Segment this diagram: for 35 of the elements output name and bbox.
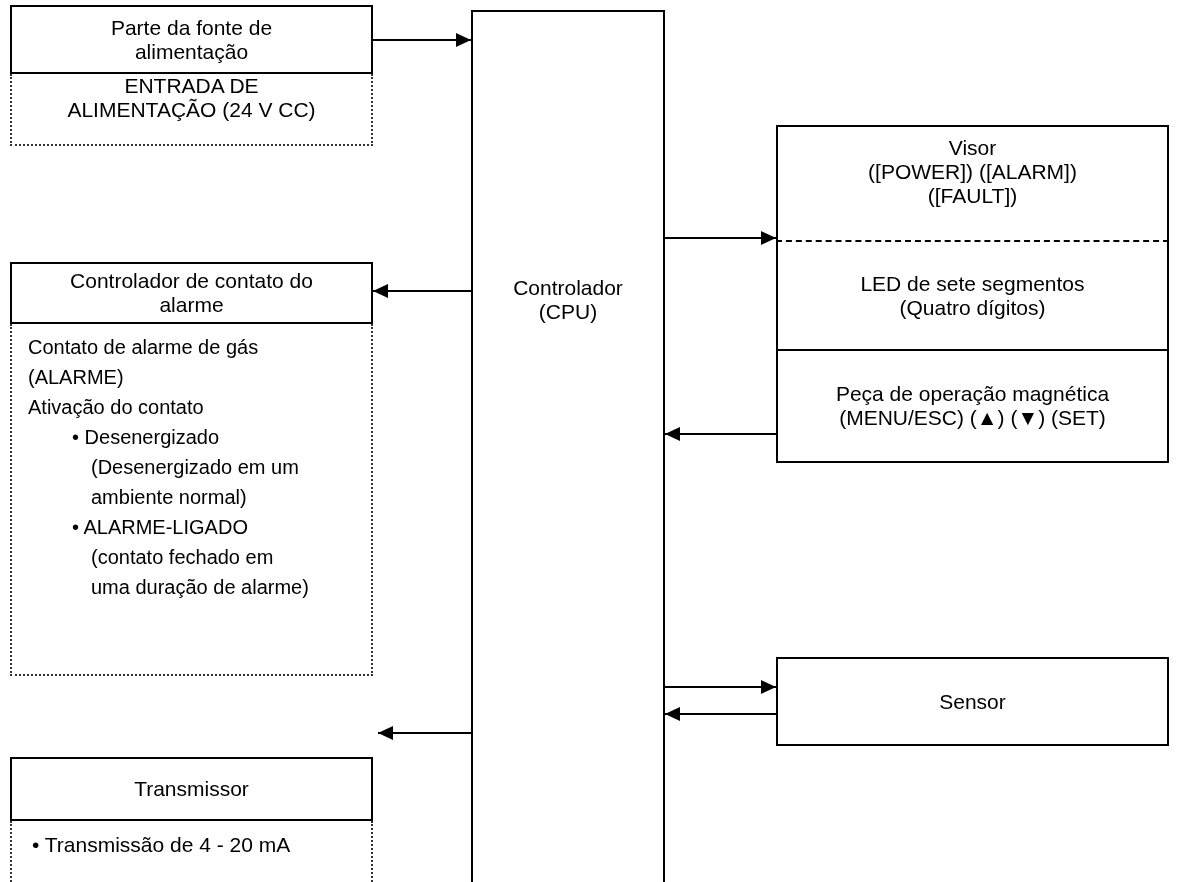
arrow — [372, 284, 472, 298]
node-label: ([POWER]) ([ALARM]) ([FAULT]) — [867, 160, 1078, 208]
node-label: Controlador (CPU) — [512, 276, 624, 324]
arrow — [664, 231, 777, 245]
section-title: LED de sete segmentos — [859, 271, 1086, 296]
section-title: Peça de operação magnética — [834, 382, 1111, 406]
node-label: Ativação do contato — [28, 395, 205, 420]
node-label: ENTRADA DE ALIMENTAÇÃO (24 V CC) — [66, 74, 317, 122]
node-label: Controlador de contato do alarme — [69, 269, 314, 317]
sensor-box — [776, 657, 1169, 746]
arrow — [377, 726, 472, 740]
header-box — [10, 757, 373, 821]
node-label: • ALARME-LIGADO (contato fechado em uma duração de alarme) — [72, 515, 310, 600]
arrow — [664, 427, 777, 441]
node-label: Parte da fonte de alimentação — [109, 15, 274, 64]
arrow — [664, 680, 777, 694]
arrow — [664, 707, 777, 721]
detail-box — [10, 821, 373, 882]
node-label: • Transmissão de 4 - 20 mA — [32, 833, 292, 857]
detail-box — [10, 74, 373, 146]
node-label: • Desenergizado (Desenergizado em um ambiente normal) — [72, 425, 300, 510]
display-section — [776, 125, 1169, 240]
detail-box — [10, 324, 373, 676]
header-box — [10, 5, 373, 74]
display-section — [776, 240, 1169, 349]
controller-box — [471, 10, 665, 882]
operation-section — [776, 349, 1169, 463]
node-label: Transmissor — [133, 777, 250, 801]
node-label: Contato de alarme de gás (ALARME) — [28, 335, 260, 390]
section-title: Visor — [947, 136, 998, 160]
node-label: Sensor — [938, 689, 1007, 714]
header-box — [10, 262, 373, 324]
arrow — [372, 33, 472, 47]
node-label: (Quatro dígitos) — [898, 295, 1047, 320]
node-label: (MENU/ESC) (▲) (▼) (SET) — [838, 406, 1107, 430]
